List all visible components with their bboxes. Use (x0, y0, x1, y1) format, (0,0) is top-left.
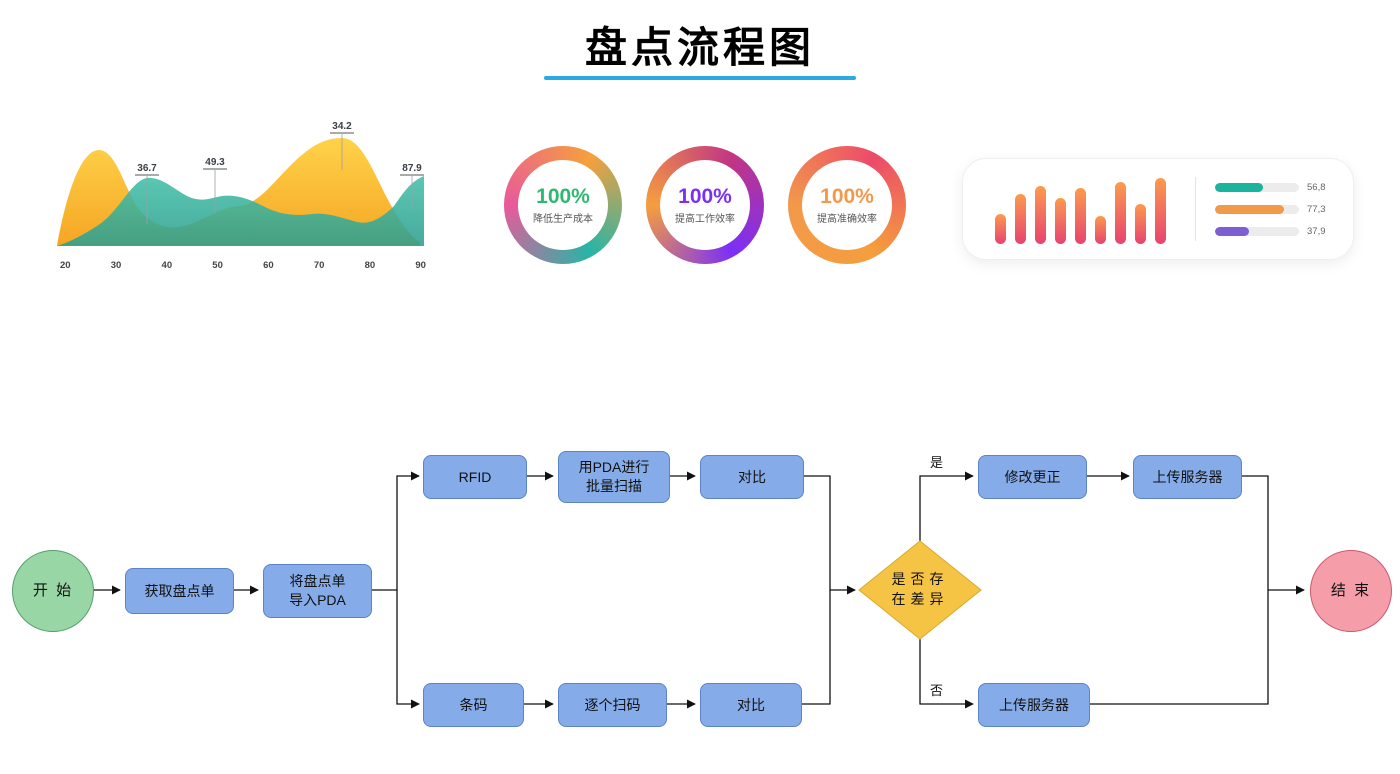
legend-track (1215, 227, 1299, 236)
flowchart-node-get-list: 获取盘点单 (125, 568, 234, 614)
x-tick-label: 80 (364, 260, 376, 271)
bar (1035, 186, 1046, 244)
area-chart-svg: 36.7 49.3 34.2 87.9 (57, 121, 424, 246)
legend-fill (1215, 183, 1263, 192)
x-tick-label: 50 (212, 260, 223, 271)
bar (1095, 216, 1106, 244)
area-chart-xticks: 20 30 40 50 60 70 80 90 (60, 260, 426, 271)
flowchart-node-decision: 是否存 在差异 (858, 540, 982, 640)
peak-label: 34.2 (332, 121, 352, 132)
legend-row: 56,8 (1215, 182, 1343, 193)
x-tick-label: 40 (161, 260, 173, 271)
bar (1115, 182, 1126, 244)
x-tick-label: 30 (110, 260, 122, 271)
legend-row: 37,9 (1215, 226, 1343, 237)
edge-label-yes: 是 (930, 455, 944, 470)
flowchart-node-upload-bottom: 上传服务器 (978, 683, 1090, 727)
donut-caption: 降低生产成本 (533, 213, 593, 225)
x-tick-label: 70 (313, 260, 325, 271)
donut-chart: 100% 提高工作效率 (646, 146, 764, 264)
x-tick-label: 20 (60, 260, 71, 271)
bar-chart-legend: 56,8 77,3 37,9 (1215, 182, 1343, 248)
donut-caption: 提高工作效率 (675, 213, 735, 225)
flowchart-node-scan-each: 逐个扫码 (558, 683, 667, 727)
flowchart-node-compare-top: 对比 (700, 455, 804, 499)
flowchart-node-modify: 修改更正 (978, 455, 1087, 499)
bar-chart-card: 56,8 77,3 37,9 (962, 158, 1354, 260)
flowchart-node-start: 开 始 (12, 550, 94, 632)
x-tick-label: 90 (415, 260, 426, 271)
donut-chart: 100% 降低生产成本 (504, 146, 622, 264)
page-title: 盘点流程图 (584, 24, 815, 71)
x-tick-label: 60 (263, 260, 274, 271)
bar (1135, 204, 1146, 244)
bar (1055, 198, 1066, 244)
peak-label: 36.7 (137, 163, 157, 174)
legend-fill (1215, 205, 1284, 214)
legend-value: 56,8 (1307, 182, 1326, 193)
flowchart-node-barcode: 条码 (423, 683, 524, 727)
bar (1015, 194, 1026, 244)
legend-row: 77,3 (1215, 204, 1343, 215)
legend-track (1215, 205, 1299, 214)
donut-ring (788, 146, 906, 264)
flowchart-node-pda-scan: 用PDA进行 批量扫描 (558, 451, 670, 503)
legend-track (1215, 183, 1299, 192)
title-underline (544, 76, 856, 80)
area-chart: 36.7 49.3 34.2 87.9 20 30 40 50 60 70 80 90 (52, 118, 437, 271)
peak-label: 49.3 (205, 157, 225, 168)
bar-card-divider (1195, 177, 1196, 241)
legend-value: 37,9 (1307, 226, 1326, 237)
donut-ring (504, 146, 622, 264)
bar (1075, 188, 1086, 244)
donut-chart: 100% 提高准确效率 (788, 146, 906, 264)
donut-value: 100% (678, 184, 732, 208)
legend-value: 77,3 (1307, 204, 1326, 215)
edge-label-no: 否 (930, 683, 944, 698)
bar (1155, 178, 1166, 244)
donut-value: 100% (820, 184, 874, 208)
flowchart-node-rfid: RFID (423, 455, 527, 499)
donut-caption: 提高准确效率 (817, 213, 877, 225)
legend-fill (1215, 227, 1249, 236)
bar-chart-bars (995, 172, 1166, 244)
flowchart-node-import-pda: 将盘点单 导入PDA (263, 564, 372, 618)
decision-label: 是否存 在差异 (891, 571, 949, 607)
flowchart-node-end: 结 束 (1310, 550, 1392, 632)
donut-charts: 100% 降低生产成本 100% 提高工作效率 100% 提高准确效率 (504, 146, 906, 264)
flowchart-node-compare-bottom: 对比 (700, 683, 802, 727)
donut-ring (646, 146, 764, 264)
teal-area (57, 176, 424, 246)
peak-label: 87.9 (402, 163, 422, 174)
flowchart-node-upload-top: 上传服务器 (1133, 455, 1242, 499)
bar (995, 214, 1006, 244)
donut-value: 100% (536, 184, 590, 208)
